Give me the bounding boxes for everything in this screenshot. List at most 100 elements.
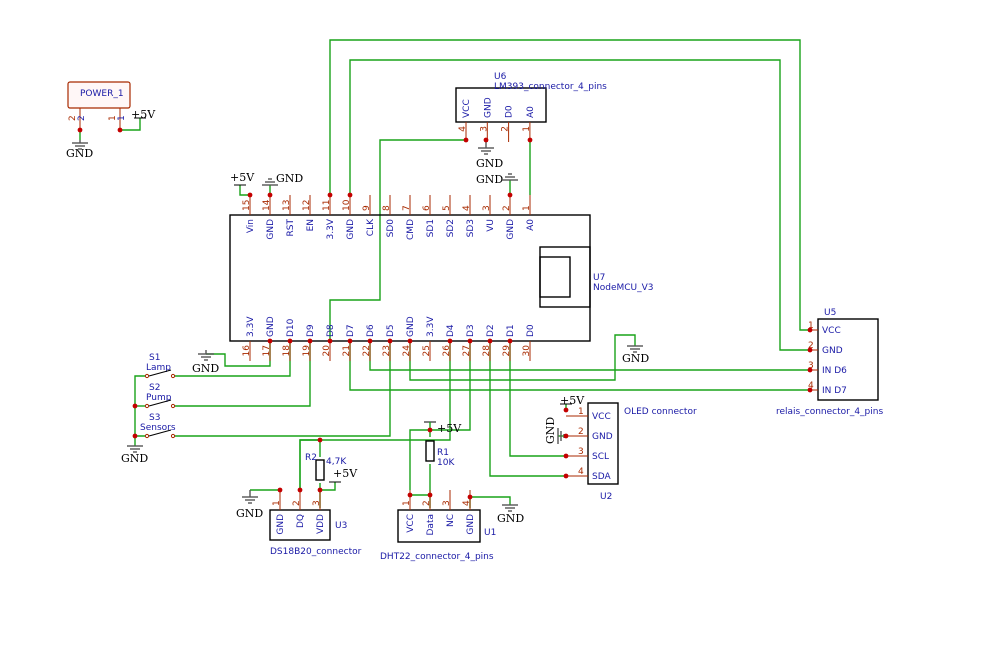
u7-top-pin-name: SD2 <box>446 219 456 237</box>
u1-pin-num: 2 <box>422 500 432 506</box>
u3-pin-name: DQ <box>296 514 306 528</box>
u7-top-pin-name: VU <box>486 219 496 232</box>
gnd-symbol-u7-pin2 <box>502 173 518 181</box>
s3-symbol <box>144 429 176 439</box>
wire-d6-relais <box>369 341 810 371</box>
u1-pin-name: NC <box>446 514 456 527</box>
u6-pin-num: 3 <box>479 126 489 132</box>
u5-pin-num: 1 <box>808 321 814 331</box>
u2-pin-name: SCL <box>592 452 609 462</box>
s3-value: Sensors <box>140 423 176 433</box>
u2-vcc-label: +5V <box>560 394 585 407</box>
u7-bottom-pin-num: 24 <box>402 345 412 357</box>
u7-bottom-pin-name: D3 <box>466 324 476 337</box>
u6-pin-num: 1 <box>522 126 532 132</box>
u3-gnd-label: GND <box>236 507 263 520</box>
u5-pin-num: 3 <box>808 361 814 371</box>
u7-bottom-pin-name: D8 <box>326 324 336 337</box>
u7-bottom-pin-num: 19 <box>302 345 312 357</box>
switches-group: S1 Lamp S2 Pump S3 Sensors GND <box>121 353 176 465</box>
wire-dht-gnd <box>469 496 511 508</box>
u7-bottom-pin-name: 3.3V <box>246 316 256 337</box>
u3-pin-num: 2 <box>292 500 302 506</box>
power-1-vcc-label: +5V <box>131 108 156 121</box>
wire-lm393-vcc <box>329 139 466 341</box>
u3-value: DS18B20_connector <box>270 547 362 557</box>
power-symbols <box>72 117 643 512</box>
u7-bottom-pin-num: 16 <box>242 345 252 357</box>
u7-top-pin-name: RST <box>286 219 296 237</box>
power-1-component: POWER_1 2 1 2 1 GND +5V <box>66 81 156 160</box>
u5-pin-num: 2 <box>808 341 814 351</box>
s1-symbol <box>144 369 176 379</box>
wire-ds18b20-dq <box>299 439 321 490</box>
u7-bottom-pin-name: D10 <box>286 318 296 337</box>
u6-pin-name: A0 <box>526 106 536 118</box>
u7-bottom-pin-name: D4 <box>446 324 456 337</box>
u7-value: NodeMCU_V3 <box>593 283 654 293</box>
wire-gnd24 <box>409 334 636 381</box>
power-1-gnd-label: GND <box>66 147 93 160</box>
r1-body <box>425 440 435 462</box>
wire-d3-dht22 <box>409 341 471 490</box>
u7-bottom-pin-num: 21 <box>342 345 352 356</box>
r1-value: 10K <box>437 458 455 468</box>
u7-top-pin-name: CMD <box>406 219 416 240</box>
wire-power-vcc <box>120 118 141 131</box>
u2-pin-name: SDA <box>592 472 611 482</box>
wire-r2-vcc <box>320 482 336 491</box>
u7-bottom-pin-num: 18 <box>282 345 292 357</box>
r2-vcc-label: +5V <box>333 467 358 480</box>
s2-value: Pump <box>146 393 172 403</box>
u2-pin-name: VCC <box>592 412 611 422</box>
gnd17-label: GND <box>192 362 219 375</box>
u2-value: OLED connector <box>624 407 697 417</box>
u7-top-pin-num: 8 <box>382 205 392 211</box>
u6-body <box>455 87 547 123</box>
u7-bottom-pin-num: 27 <box>462 345 472 356</box>
u5-pin-num: 4 <box>808 381 814 391</box>
wire-vin <box>239 185 250 196</box>
u7-top-pin-num: 15 <box>242 200 252 211</box>
u2-body <box>587 402 619 485</box>
u1-pin-num: 1 <box>402 500 412 506</box>
u7-top-pin-num: 11 <box>322 200 332 211</box>
u2-pin-num: 1 <box>578 407 584 417</box>
wire-d7-relais <box>349 341 810 391</box>
u7-ref: U7 <box>593 273 605 283</box>
u7-bottom-pin-name: GND <box>266 316 276 337</box>
junctions <box>77 127 813 500</box>
u7-bottom-pin-name: D7 <box>346 324 356 337</box>
u7-top-pin-num: 2 <box>502 205 512 211</box>
u2-gnd-label: GND <box>544 417 557 444</box>
u7-top-pin-name: 3.3V <box>326 218 336 239</box>
u7-gnd14-label: GND <box>276 172 303 185</box>
u7-top-pin-name: EN <box>306 219 316 231</box>
wire-3v3-relais-vcc <box>329 39 810 331</box>
u7-bottom-pin-name: D5 <box>386 324 396 337</box>
power-1-pin2-name: 2 <box>77 115 87 121</box>
u7-bottom-pin-num: 28 <box>482 345 492 357</box>
u7-bottom-pin-num: 26 <box>442 345 452 357</box>
u3-ref: U3 <box>335 521 347 531</box>
u5-pin-name: VCC <box>822 326 841 336</box>
u7-top-pin-name: GND <box>506 219 516 240</box>
s2-symbol <box>144 399 176 409</box>
power-1-pin1-num: 1 <box>108 115 118 121</box>
u7-top-pin-name: CLK <box>366 218 376 236</box>
u7-top-pin-num: 5 <box>442 205 452 211</box>
wire-d9-s2 <box>175 341 311 407</box>
u7-usb-outer <box>539 246 591 308</box>
u2-pin-num: 4 <box>578 467 584 477</box>
gnd-symbol-pin24 <box>627 345 643 353</box>
u1-pin-name: GND <box>466 514 476 535</box>
u7-top-pin-num: 9 <box>362 205 372 211</box>
u7-top-pin-num: 4 <box>462 205 472 211</box>
u7-top-pin-name: A0 <box>526 219 536 231</box>
u7-bottom-pin-name: D2 <box>486 324 496 337</box>
u7-top-pin-num: 13 <box>282 200 292 211</box>
u7-top-pin-num: 6 <box>422 205 432 211</box>
gnd24-label: GND <box>622 352 649 365</box>
